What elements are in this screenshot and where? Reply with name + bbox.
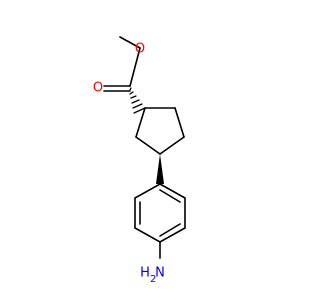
hashed-wedge-bond	[129, 87, 146, 114]
amine-n-label: N	[155, 266, 165, 281]
benzene-double-1	[159, 189, 181, 203]
methoxy-oxygen-label: O	[135, 42, 145, 57]
amine-h-label: H	[140, 266, 150, 281]
bond-o-carbonyl-carbon	[129, 47, 141, 87]
amine-subscript-label: 2	[150, 274, 156, 285]
bond-methyl-o	[119, 36, 141, 49]
ring-bond-3	[159, 136, 185, 155]
benzene-ring	[134, 183, 186, 243]
ring-bond-4	[135, 136, 161, 155]
chemical-structure-diagram: O O H N 2	[93, 36, 186, 285]
ring-bond-5	[135, 107, 146, 138]
ring-bond-2	[174, 107, 185, 138]
solid-wedge-bond	[156, 154, 164, 184]
carbonyl-oxygen-label: O	[93, 81, 103, 96]
benzene-double-2	[159, 223, 181, 237]
